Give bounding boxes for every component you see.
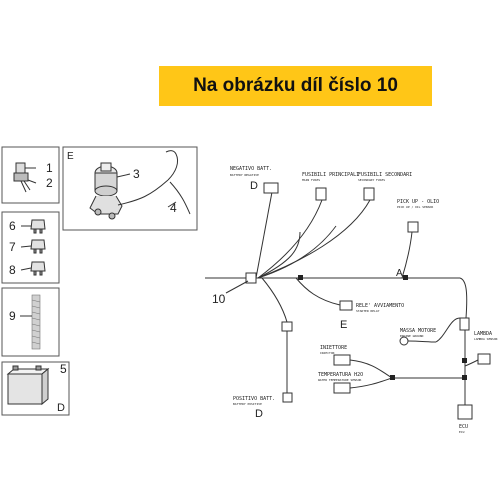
part-number-9: 9	[9, 309, 16, 323]
parts-box-battery	[1, 361, 70, 416]
part-number-10: 10	[212, 292, 226, 306]
connector-injector	[333, 354, 351, 366]
connector-pick-up	[407, 221, 419, 233]
label-positive-battery-sub: BATTERY POSITIVE	[233, 402, 262, 406]
part-number-7: 7	[9, 240, 16, 254]
connector-lambda	[477, 353, 491, 365]
label-main-fuses-sub: MAIN FUSES	[302, 178, 320, 182]
label-water-temp: TEMPERATURA H2O	[318, 372, 363, 378]
connector-trunk-end	[459, 317, 470, 331]
banner-text: Na obrázku díl číslo 10	[193, 75, 398, 96]
label-ecu-sub: ECU	[459, 430, 465, 434]
label-secondary-fuses: FUSIBILI SECONDARI	[358, 172, 412, 178]
marker-d-top: D	[250, 180, 258, 192]
engine-ground-terminal	[399, 336, 409, 346]
label-starter-relay-sub: STARTER RELAY	[356, 309, 380, 313]
label-pick-up: PICK UP - OLIO	[397, 199, 439, 205]
harness-connectors	[263, 182, 491, 420]
label-starter-relay: RELE' AVVIAMENTO	[356, 303, 404, 309]
part-10-node	[245, 272, 257, 284]
connector-secondary-fuses	[363, 187, 375, 201]
part-letter-d: D	[57, 402, 65, 414]
label-injector: INIETTORE	[320, 345, 347, 351]
label-water-temp-sub: WATER TEMPERATURE SENSOR	[318, 378, 362, 382]
parts-box-1-2	[1, 146, 60, 204]
battery-icon	[6, 365, 50, 406]
label-pick-up-sub: PICK UP / OIL SENSOR	[397, 205, 433, 209]
marker-d-bottom: D	[255, 408, 263, 420]
parts-box-e	[62, 146, 198, 231]
part-number-6: 6	[9, 219, 16, 233]
label-negative-battery-sub: BATTERY NEGATIVE	[230, 173, 259, 177]
connector-relay	[339, 300, 353, 311]
label-engine-ground: MASSA MOTORE	[400, 328, 436, 334]
label-ecu: ECU	[459, 424, 468, 430]
fuse-icon	[30, 219, 46, 276]
label-negative-battery: NEGATIVO BATT.	[230, 166, 272, 172]
cable-sleeve-icon	[31, 294, 41, 350]
part-number-3: 3	[133, 167, 140, 181]
switch-connector-icon	[13, 162, 31, 193]
part-number-5: 5	[60, 362, 67, 376]
connector-water-temp	[333, 382, 351, 394]
part-number-8: 8	[9, 263, 16, 277]
connector-ecu	[457, 404, 473, 420]
part-letter-e: E	[67, 151, 74, 162]
part-number-2: 2	[46, 176, 53, 190]
label-secondary-fuses-sub: SECONDARY FUSES	[358, 178, 385, 182]
harness-junctions	[298, 275, 467, 380]
ignition-switch-icon	[89, 150, 191, 220]
connector-positive-battery	[282, 392, 293, 403]
label-positive-battery: POSITIVO BATT.	[233, 396, 275, 402]
marker-a: A	[396, 268, 403, 279]
parts-box-9	[1, 287, 60, 357]
parts-box-fuses	[1, 211, 60, 284]
label-main-fuses: FUSIBILI PRINCIPALI	[302, 172, 359, 178]
part-number-banner: Na obrázku díl číslo 10	[159, 66, 432, 106]
connector-negative-battery	[263, 182, 279, 194]
connector-junction	[281, 321, 293, 332]
part-number-1: 1	[46, 161, 53, 175]
harness-labels: NEGATIVO BATT. BATTERY NEGATIVE FUSIBILI…	[230, 166, 498, 434]
label-engine-ground-sub: ENGINE GROUND	[400, 334, 424, 338]
parts-panel	[1, 146, 198, 416]
label-lambda-sub: LAMBDA SENSOR	[474, 337, 498, 341]
connector-main-fuses	[315, 187, 327, 201]
label-injector-sub: INJECTOR	[320, 351, 335, 355]
label-lambda: LAMBDA	[474, 331, 492, 337]
marker-e: E	[340, 319, 347, 331]
part-number-4: 4	[170, 201, 177, 215]
